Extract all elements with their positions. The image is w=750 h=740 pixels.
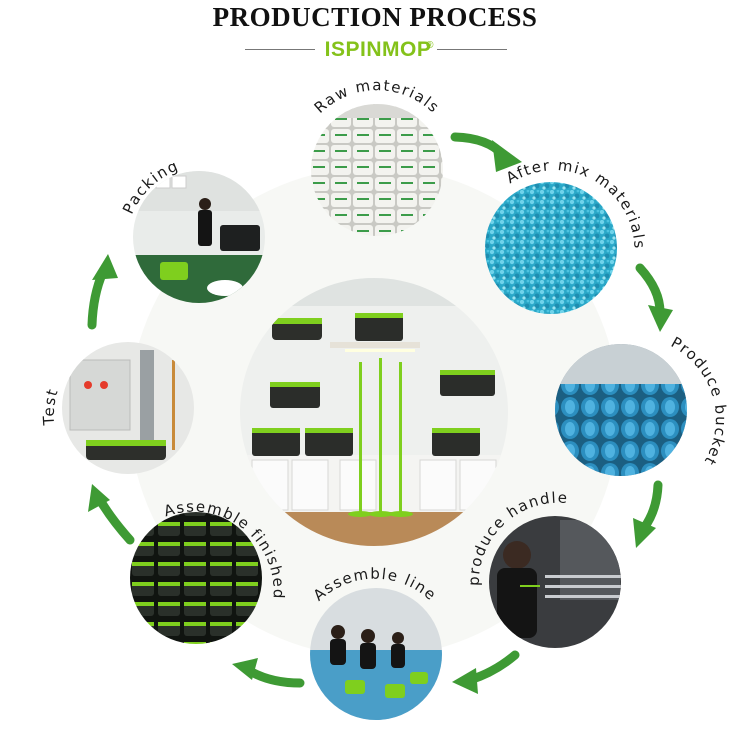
produce-handle-photo [489,516,621,648]
arrowhead-7-icon [92,254,118,280]
arrow-mix-to-bucket-icon [635,263,665,317]
left-divider [245,49,315,50]
arrow-handle-to-line-icon [465,650,520,685]
arrowhead-1-icon [492,140,522,172]
logo-text: ISPINMOP [324,38,432,61]
arrowhead-6-icon [88,484,110,512]
test-photo [62,342,194,474]
after-mix-materials-photo [485,182,617,314]
packing-photo [133,171,265,303]
label-test: Test [40,386,62,427]
assemble-line-photo [310,588,442,720]
brand-row: ISPINMOP® [0,34,750,66]
arrow-bucket-to-handle-icon [639,480,663,533]
arrow-finished-to-test-icon [95,495,135,545]
page-title: PRODUCTION PROCESS [212,2,538,32]
arrow-test-to-packing-icon [87,267,108,330]
arrow-heads [88,140,673,694]
assemble-finished-photo [130,512,262,644]
arrow-line-to-finished-icon [243,665,305,688]
arrowhead-5-icon [232,658,258,680]
registered-mark: ® [426,40,434,51]
right-divider [437,49,507,50]
arrowhead-4-icon [452,668,478,694]
arrowhead-2-icon [648,305,673,332]
ispinmop-logo: ISPINMOP® [322,38,434,62]
raw-materials-photo [311,104,443,236]
arrowhead-3-icon [633,518,656,548]
produce-bucket-photo [555,344,687,476]
